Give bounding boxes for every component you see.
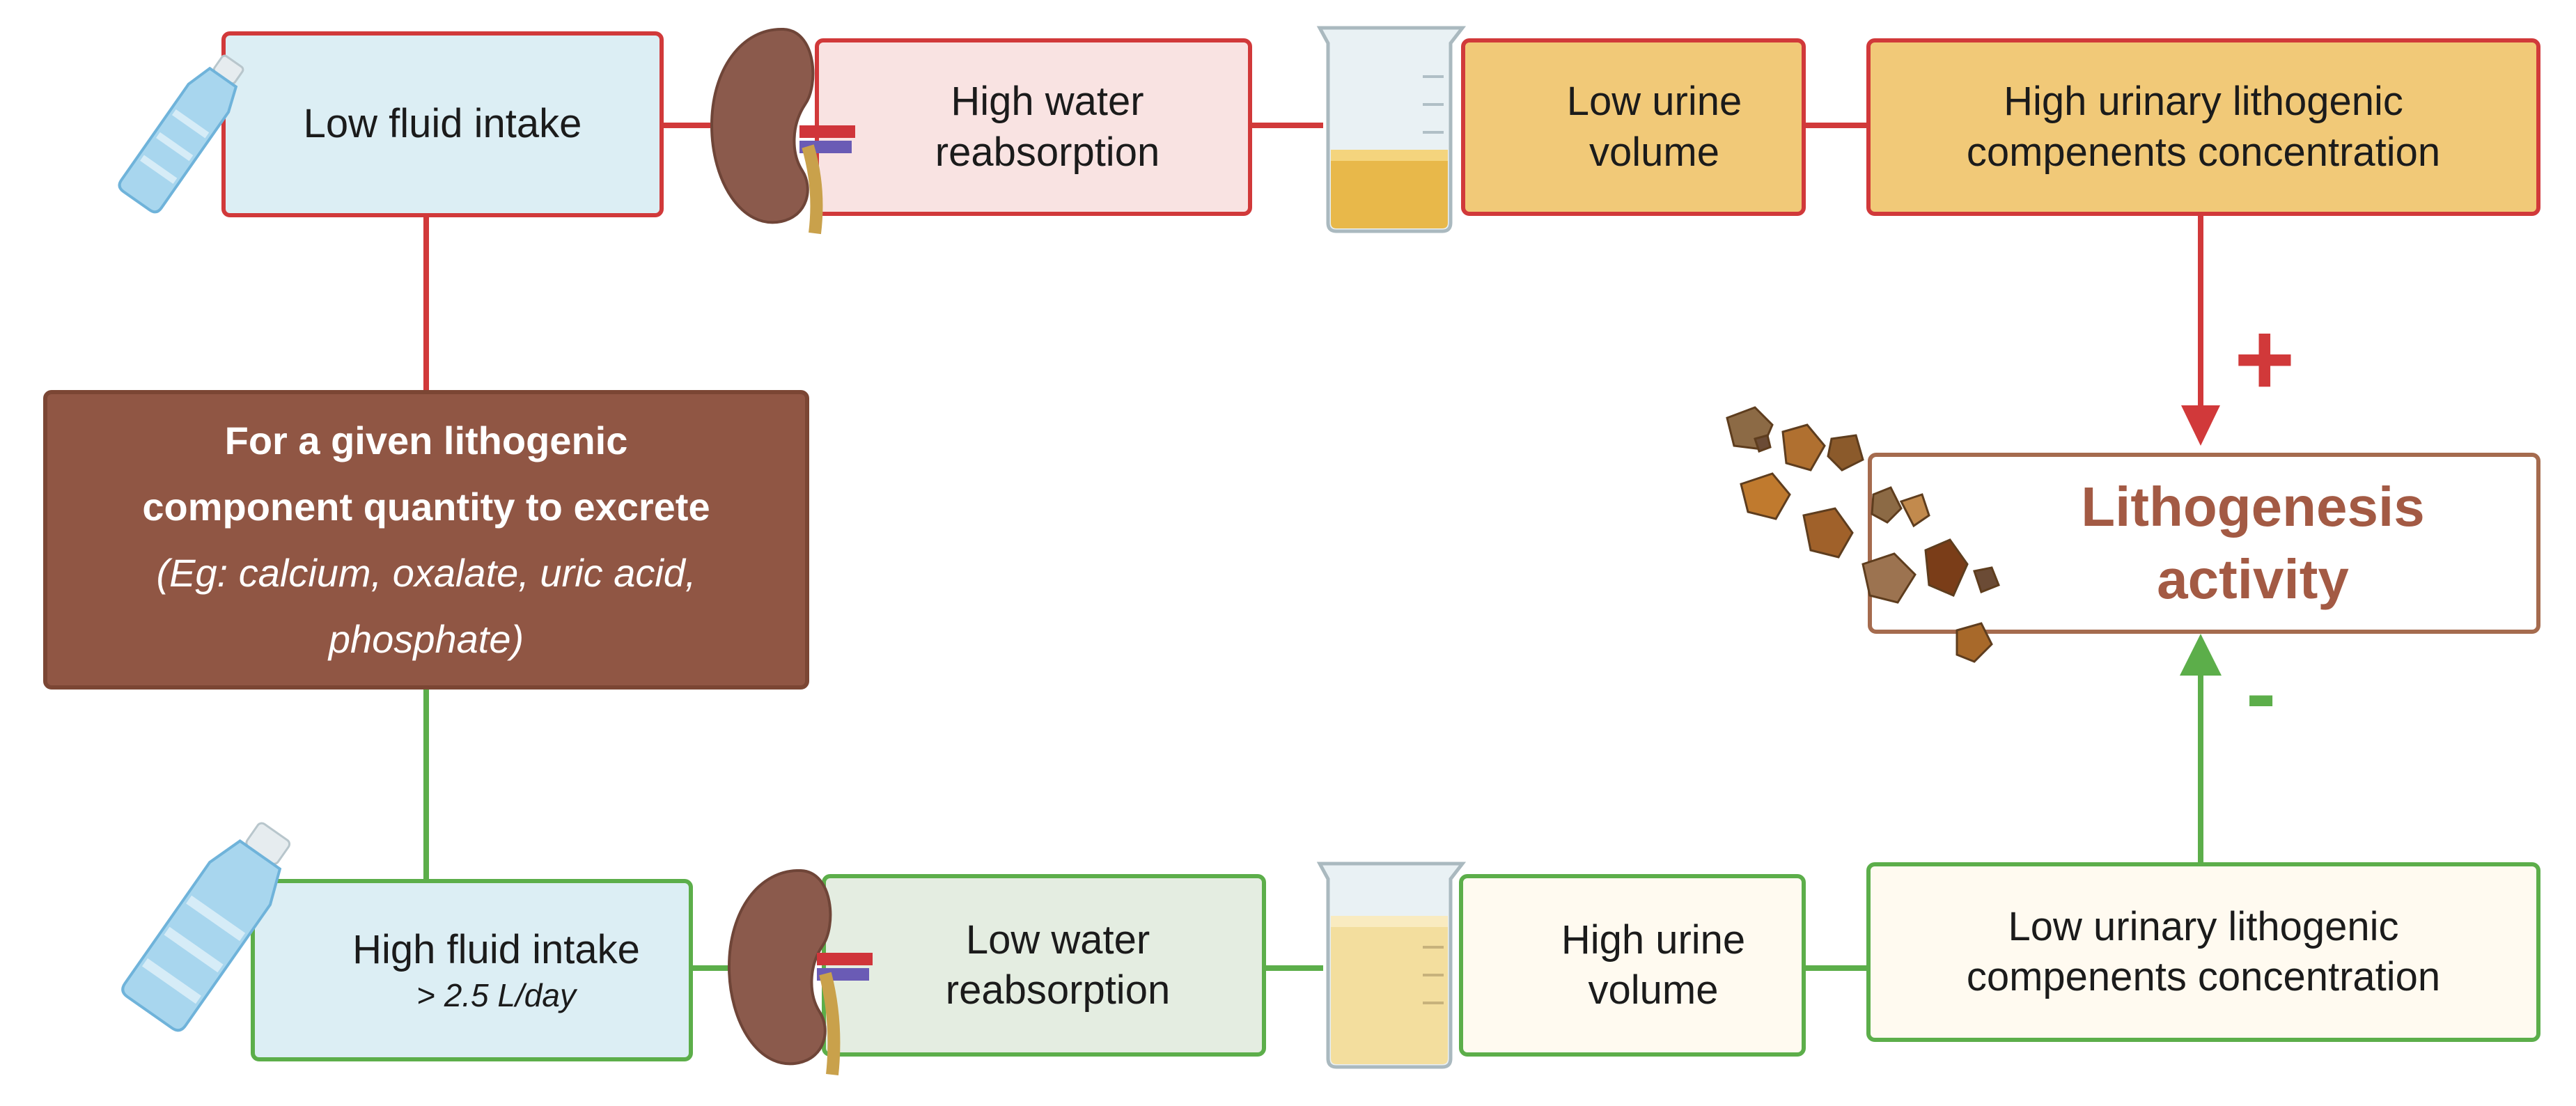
low-water-reabsorption-box: Low water reabsorption <box>822 874 1266 1057</box>
central-line2: component quantity to excrete <box>142 484 710 529</box>
high-urinary-concentration-line2: compenents concentration <box>1966 129 2441 175</box>
high-fluid-intake-label: High fluid intake <box>352 927 640 972</box>
green-connectors <box>423 669 2203 971</box>
red-connectors <box>423 123 2203 407</box>
high-water-reabsorption-line2: reabsorption <box>935 129 1160 175</box>
high-urine-volume-line1: High urine <box>1561 917 1746 963</box>
low-water-reabsorption-line1: Low water <box>965 917 1150 963</box>
urine-beaker-icon <box>1316 26 1467 233</box>
red-arrow-head <box>2181 405 2220 446</box>
high-urine-volume-line2: volume <box>1588 967 1719 1013</box>
water-bottle-icon <box>118 54 244 214</box>
low-fluid-intake-label: Low fluid intake <box>303 101 582 147</box>
high-water-reabsorption-line1: High water <box>951 79 1144 124</box>
urine-beaker-icon <box>1316 862 1467 1069</box>
lithogenesis-line2: activity <box>2157 548 2349 610</box>
kidney-stones-icon <box>1726 406 2000 663</box>
low-urine-volume-line1: Low urine <box>1566 79 1742 124</box>
negative-effect-sign: - <box>2246 642 2277 744</box>
kidney-icon <box>727 869 873 1075</box>
central-line4: phosphate) <box>328 617 524 662</box>
low-water-reabsorption-line2: reabsorption <box>945 967 1171 1013</box>
central-line3: (Eg: calcium, oxalate, uric acid, <box>156 551 696 595</box>
low-urine-volume-box: Low urine volume <box>1461 38 1806 216</box>
high-fluid-intake-box: High fluid intake > 2.5 L/day <box>251 879 693 1061</box>
low-fluid-intake-box: Low fluid intake <box>221 31 664 217</box>
low-urinary-concentration-line2: compenents concentration <box>1966 954 2441 999</box>
high-urinary-concentration-line1: High urinary lithogenic <box>2004 79 2403 124</box>
low-urine-volume-line2: volume <box>1589 129 1719 175</box>
central-line1: For a given lithogenic <box>224 418 628 462</box>
lithogenesis-activity-box: Lithogenesis activity <box>1868 453 2540 634</box>
low-urinary-concentration-line1: Low urinary lithogenic <box>2008 903 2399 949</box>
water-bottle-icon <box>121 822 291 1032</box>
high-urine-volume-box: High urine volume <box>1459 874 1806 1057</box>
lithogenesis-line1: Lithogenesis <box>2081 476 2425 538</box>
kidney-icon <box>710 27 855 235</box>
central-condition-box: For a given lithogenic component quantit… <box>43 390 809 690</box>
low-urinary-concentration-box: Low urinary lithogenic compenents concen… <box>1866 862 2540 1042</box>
green-arrow-head <box>2180 634 2222 676</box>
high-fluid-intake-sub: > 2.5 L/day <box>416 976 576 1013</box>
high-water-reabsorption-box: High water reabsorption <box>815 38 1252 216</box>
positive-effect-sign: + <box>2234 300 2295 417</box>
high-urinary-concentration-box: High urinary lithogenic compenents conce… <box>1866 38 2540 216</box>
